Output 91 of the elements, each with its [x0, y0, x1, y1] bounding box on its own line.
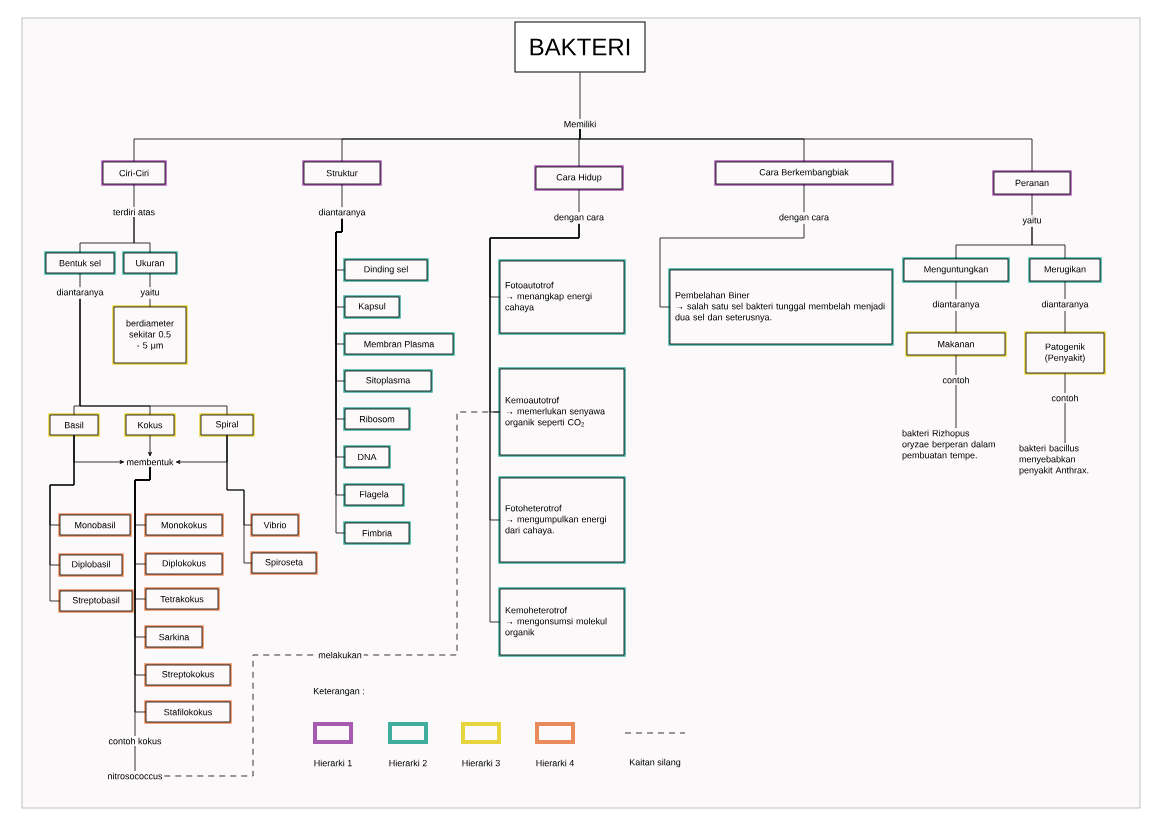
connector-line: [133, 184, 135, 208]
title-box: BAKTERI: [514, 21, 646, 73]
concept-box: Kemoheterotrof → mengonsumsi molekul organik: [498, 587, 626, 657]
concept-box: Flagela: [343, 483, 405, 507]
connector-line: [579, 72, 581, 120]
concept-box: DNA: [343, 445, 391, 469]
legend-text: Kaitan silang: [630, 758, 681, 768]
concept-box: Vibrio: [250, 513, 300, 537]
connector-line: [803, 184, 805, 213]
connector-line: [1031, 226, 1066, 259]
connector-line: [341, 184, 343, 208]
connector-line: [149, 273, 151, 288]
connector-line: [1064, 402, 1066, 444]
connector-line: [659, 223, 805, 308]
concept-box: Kapsul: [343, 295, 401, 319]
edge-label: melakukan: [316, 649, 364, 661]
concept-box: Dinding sel: [343, 258, 429, 282]
concept-box: Stafilokokus: [144, 700, 232, 724]
legend-text: Hierarki 2: [389, 759, 427, 767]
concept-box: Spiroseta: [250, 551, 318, 575]
connector-line: [49, 435, 75, 602]
connector-line: [1064, 310, 1066, 333]
legend-title: Keterangan :: [313, 687, 364, 696]
connector-line: [955, 310, 957, 333]
linking-phrase: membentuk: [127, 458, 174, 466]
linking-phrase: contoh: [1051, 394, 1078, 402]
connector-line: [79, 298, 228, 415]
linking-phrase: dengan cara: [554, 213, 604, 223]
concept-box: Sitoplasma: [343, 369, 433, 393]
linking-phrase: diantaranya: [1041, 300, 1089, 310]
linking-phrase: diantaranya: [56, 288, 104, 298]
linking-phrase: contoh kokus: [108, 737, 162, 745]
concept-box: Membran Plasma: [343, 332, 455, 356]
concept-box: Diplobasil: [58, 553, 124, 577]
concept-box: Cara Hidup: [534, 165, 624, 191]
connector-line: [79, 273, 81, 288]
connector-line: [955, 281, 957, 300]
concept-box: Kemoautotrof → memerlukan senyawa organik seperti CO$_{2}$: [498, 367, 626, 457]
connector-line: [955, 384, 957, 429]
connector-line: [148, 435, 152, 457]
concept-box: Streptokokus: [144, 663, 232, 687]
concept-box: Ribosom: [343, 407, 411, 431]
legend-text: Hierarki 3: [462, 759, 500, 767]
example-text: bakteri bacillus menyebabkan penyakit Anthrax.: [1019, 444, 1089, 476]
connector-line: [1064, 281, 1066, 300]
concept-box: Pembelahan Biner → salah satu sel bakteri tunggal membelah menjadi dua sel dan seterusnya.: [668, 268, 894, 346]
connector-line: [134, 745, 136, 772]
concept-box: Cara Berkembangbiak: [714, 160, 894, 186]
concept-box: Monobasil: [58, 513, 132, 537]
concept-box: Kokus: [124, 413, 176, 437]
concept-box: Ukuran: [122, 251, 178, 275]
concept-box: Merugikan: [1028, 257, 1102, 283]
concept-box: Peranan: [992, 170, 1072, 196]
concept-box: Ciri-Ciri: [101, 160, 167, 186]
linking-phrase: yaitu: [140, 288, 159, 298]
linking-phrase: nitrosococcus: [108, 772, 163, 780]
concept-box: Patogenik (Penyakit): [1024, 331, 1106, 375]
linking-phrase: yaitu: [1022, 216, 1041, 226]
concept-box: Sarkina: [144, 625, 204, 649]
concept-box: Makanan: [905, 331, 1007, 357]
concept-box: Bentuk sel: [44, 251, 116, 275]
connector-line: [1064, 373, 1066, 394]
concept-box: Diplokokus: [144, 552, 224, 576]
linking-phrase: diantaranya: [932, 300, 980, 310]
connector-line: [226, 435, 252, 564]
linking-phrase: dengan cara: [779, 213, 829, 223]
connector-line: [133, 216, 151, 253]
legend-text: Hierarki 4: [536, 759, 574, 767]
concept-box: Spiral: [199, 413, 255, 437]
linking-phrase: terdiri atas: [113, 208, 155, 216]
connector-line: [578, 189, 580, 213]
concept-box: berdiameter sekitar 0.5 - 5 μm: [112, 305, 188, 365]
concept-box: Struktur: [302, 160, 382, 186]
concept-box: Menguntungkan: [902, 257, 1010, 283]
example-text: bakteri Rizhopus oryzae berperan dalam pembuatan tempe.: [902, 429, 995, 461]
linking-phrase: contoh: [942, 376, 969, 384]
linking-phrase: Memiliki: [564, 120, 596, 128]
connector-line: [579, 128, 1033, 172]
concept-box: Streptobasil: [58, 589, 134, 613]
connector-line: [489, 223, 580, 623]
linking-phrase: diantaranya: [318, 208, 366, 218]
concept-box: Fimbria: [343, 521, 411, 545]
concept-box: Fotoautotrof → menangkap energi cahaya: [498, 259, 626, 335]
legend-text: Hierarki 1: [314, 759, 352, 767]
connector-line: [149, 298, 151, 307]
connector-line: [1031, 194, 1033, 216]
concept-box: Fotoheterotrof → mengumpulkan energi dari cahaya.: [498, 476, 626, 564]
concept-box: Basil: [48, 413, 100, 437]
concept-box: Monokokus: [144, 513, 224, 537]
concept-box: Tetrakokus: [144, 587, 220, 611]
connector-line: [955, 355, 957, 376]
